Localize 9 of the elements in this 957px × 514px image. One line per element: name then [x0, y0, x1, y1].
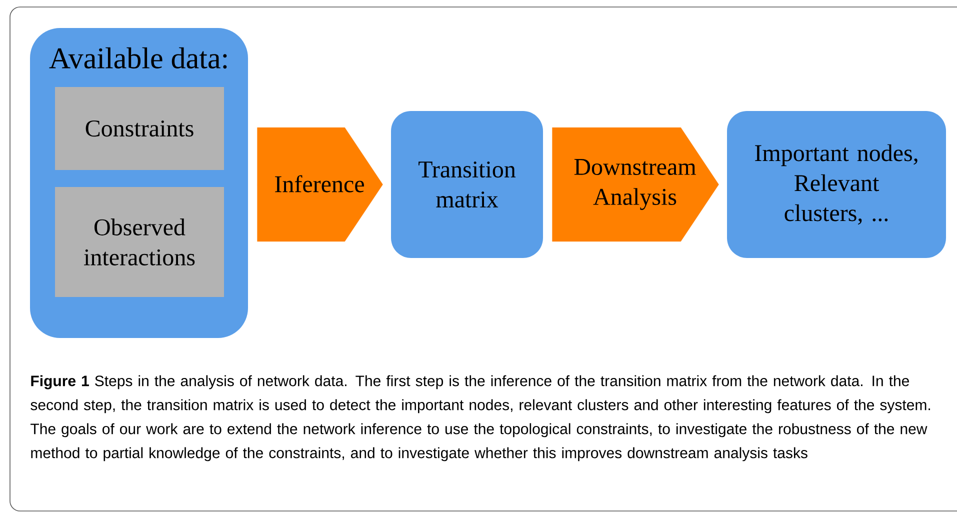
edge-label: Inference	[275, 175, 364, 192]
caption: Figure 1 Steps in the analysis of network data. The first step is the inference of the transition matrix from the network data. In the second step, the transition matrix is used to detect the important nodes, relevant clusters and other interesting features of the system. The goals of our work are to extend the network inference to use the topological constraints, to investigate the robustness of the new method to partial knowledge of the constraints, and to investigate whether this improves downstream analysis tasks	[30, 375, 930, 462]
data-box: Observed interactions	[55, 187, 224, 297]
block-arrow	[552, 127, 719, 242]
process-box: Important nodes, Relevant clusters, ...	[727, 111, 946, 258]
edge-label: Downstream Analysis	[574, 159, 696, 210]
block-arrow	[257, 127, 383, 242]
process-box: Transition matrix	[391, 111, 543, 258]
data-box: Constraints	[55, 87, 224, 170]
